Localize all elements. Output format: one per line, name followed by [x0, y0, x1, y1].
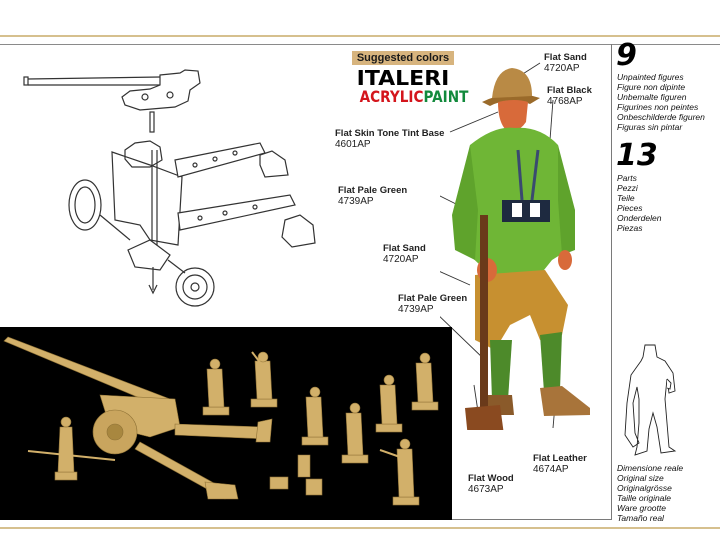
original-size-labels: Dimensione reale Original size Originalg…	[617, 463, 683, 523]
figures-label: Figurines non peintes	[617, 102, 699, 112]
callout-code: 4739AP	[398, 304, 434, 315]
callout-flat-pale-green-puttees: Flat Pale Green 4739AP	[398, 293, 467, 315]
paint-word: PAINT	[423, 87, 469, 106]
callout-name: Flat Skin Tone Tint Base	[335, 128, 445, 139]
callout-flat-pale-green-jacket: Flat Pale Green 4739AP	[338, 185, 407, 207]
callout-name: Flat Pale Green	[398, 293, 468, 304]
size-label: Taille originale	[617, 493, 672, 503]
size-label: Original size	[617, 473, 664, 483]
callout-code: 4768AP	[547, 96, 583, 107]
brand-name: ITALERI	[356, 66, 450, 90]
figures-labels: Unpainted figures Figure non dipinte Unb…	[617, 72, 705, 132]
callout-name: Flat Sand	[383, 243, 426, 254]
figures-label: Figuras sin pintar	[617, 122, 683, 132]
callout-flat-wood: Flat Wood 4673AP	[468, 473, 514, 495]
callout-code: 4674AP	[533, 464, 569, 475]
callout-code: 4673AP	[468, 484, 504, 495]
bottom-rule	[0, 527, 720, 529]
size-label: Ware grootte	[617, 503, 666, 513]
top-rule-gray	[0, 44, 720, 45]
parts-label: Pieces	[617, 203, 643, 213]
suggested-colors-label: Suggested colors	[352, 51, 454, 65]
callout-code: 4739AP	[338, 196, 374, 207]
acrylic-word: ACRYLIC	[359, 87, 424, 106]
soldier-color-illustration	[440, 50, 610, 430]
top-rule	[0, 35, 720, 37]
callout-name: Flat Leather	[533, 453, 587, 464]
size-label: Tamaño real	[617, 513, 664, 523]
parts-label: Onderdelen	[617, 213, 662, 223]
callout-name: Flat Sand	[544, 52, 587, 63]
size-label: Dimensione reale	[617, 463, 684, 473]
parts-count: 13	[616, 138, 658, 173]
callout-code: 4601AP	[335, 139, 371, 150]
figures-count: 9	[616, 38, 637, 73]
callout-name: Flat Black	[547, 85, 592, 96]
italeri-acrylic-paint-logo: Suggested colors ITALERI ACRYLICPAINT	[352, 51, 469, 106]
callout-flat-sand-trousers: Flat Sand 4720AP	[383, 243, 426, 265]
callout-flat-skin-tone: Flat Skin Tone Tint Base 4601AP	[335, 128, 444, 150]
parts-label: Pezzi	[617, 183, 638, 193]
figures-label: Onbeschilderde figuren	[617, 112, 705, 122]
original-size-silhouette	[615, 343, 695, 461]
callout-name: Flat Pale Green	[338, 185, 408, 196]
parts-label: Teile	[617, 193, 635, 203]
parts-label: Piezas	[617, 223, 643, 233]
callout-flat-black: Flat Black 4768AP	[547, 85, 592, 107]
callout-flat-leather: Flat Leather 4674AP	[533, 453, 587, 475]
figures-label: Unpainted figures	[617, 72, 684, 82]
parts-label: Parts	[617, 173, 637, 183]
callout-code: 4720AP	[383, 254, 419, 265]
parts-labels: Parts Pezzi Teile Pieces Onderdelen Piez…	[617, 173, 661, 233]
size-label: Originalgrösse	[617, 483, 672, 493]
figures-label: Figure non dipinte	[617, 82, 686, 92]
callout-flat-sand-hat: Flat Sand 4720AP	[544, 52, 587, 74]
callout-name: Flat Wood	[468, 473, 514, 484]
callout-code: 4720AP	[544, 63, 580, 74]
acrylic-paint-label: ACRYLICPAINT	[359, 87, 469, 106]
model-photo	[0, 327, 452, 520]
assembly-diagram	[10, 55, 330, 315]
figures-label: Unbemalte figuren	[617, 92, 687, 102]
